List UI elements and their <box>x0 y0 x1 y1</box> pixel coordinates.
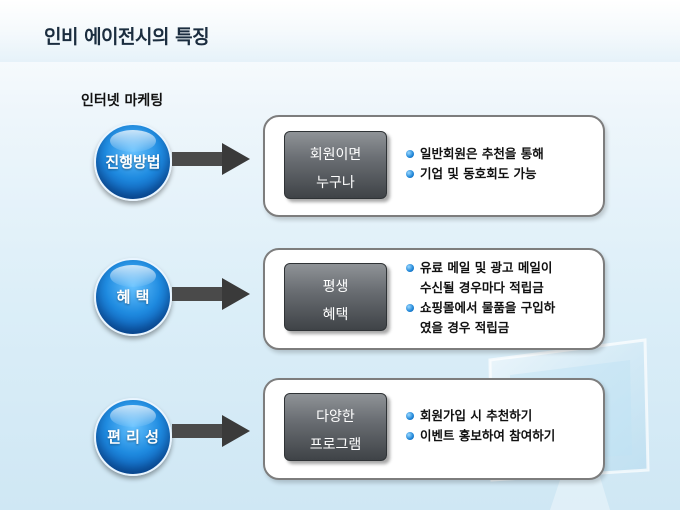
bullet-dot-icon <box>406 304 414 312</box>
bullet-item-continuation: 였을 경우 적립금 <box>420 320 510 335</box>
benefit-box: 평생 혜택 <box>284 263 387 331</box>
bullet-dot-icon <box>406 264 414 272</box>
convenience-circle-label: 편 리 성 <box>107 428 159 446</box>
bullet-dot-icon <box>406 150 414 158</box>
bullet-item: 이벤트 홍보하여 참여하기 <box>406 426 555 446</box>
bullet-item: 유료 메일 및 광고 메일이 <box>406 258 555 278</box>
benefit-box-line-2: 혜택 <box>322 307 349 323</box>
benefit-circle: 혜 택 <box>94 258 172 336</box>
arrow-right-icon <box>172 278 250 310</box>
convenience-bullets: 회원가입 시 추천하기 이벤트 홍보하여 참여하기 <box>406 406 555 446</box>
slide-subtitle: 인터넷 마케팅 <box>81 93 164 109</box>
benefit-bullets: 유료 메일 및 광고 메일이 수신될 경우마다 적립금 쇼핑몰에서 물품을 구입… <box>406 258 555 338</box>
convenience-circle: 편 리 성 <box>94 398 172 476</box>
slide-title: 인비 에이전시의 특징 <box>44 26 210 48</box>
convenience-box-line-2: 프로그램 <box>309 437 362 453</box>
arrow-right-icon <box>172 415 250 447</box>
bullet-item-continuation: 수신될 경우마다 적립금 <box>420 280 544 295</box>
bullet-item: 회원가입 시 추천하기 <box>406 406 555 426</box>
bullet-dot-icon <box>406 412 414 420</box>
method-box: 회원이면 누구나 <box>284 131 387 199</box>
bullet-item: 일반회원은 추천을 통해 <box>406 144 544 164</box>
bullet-item: 쇼핑몰에서 물품을 구입하 <box>406 298 555 318</box>
convenience-box: 다양한 프로그램 <box>284 393 387 461</box>
benefit-box-line-1: 평생 <box>322 279 349 295</box>
method-bullets: 일반회원은 추천을 통해 기업 및 동호회도 가능 <box>406 144 544 184</box>
bullet-dot-icon <box>406 432 414 440</box>
bullet-dot-icon <box>406 170 414 178</box>
convenience-box-line-1: 다양한 <box>316 409 355 425</box>
slide-header-bar <box>0 0 680 62</box>
method-box-line-2: 누구나 <box>316 175 355 191</box>
method-circle: 진행방법 <box>94 123 172 201</box>
method-box-line-1: 회원이면 <box>309 147 362 163</box>
arrow-right-icon <box>172 143 250 175</box>
bullet-item: 기업 및 동호회도 가능 <box>406 164 544 184</box>
method-circle-label: 진행방법 <box>105 153 161 171</box>
benefit-circle-label: 혜 택 <box>116 288 150 306</box>
